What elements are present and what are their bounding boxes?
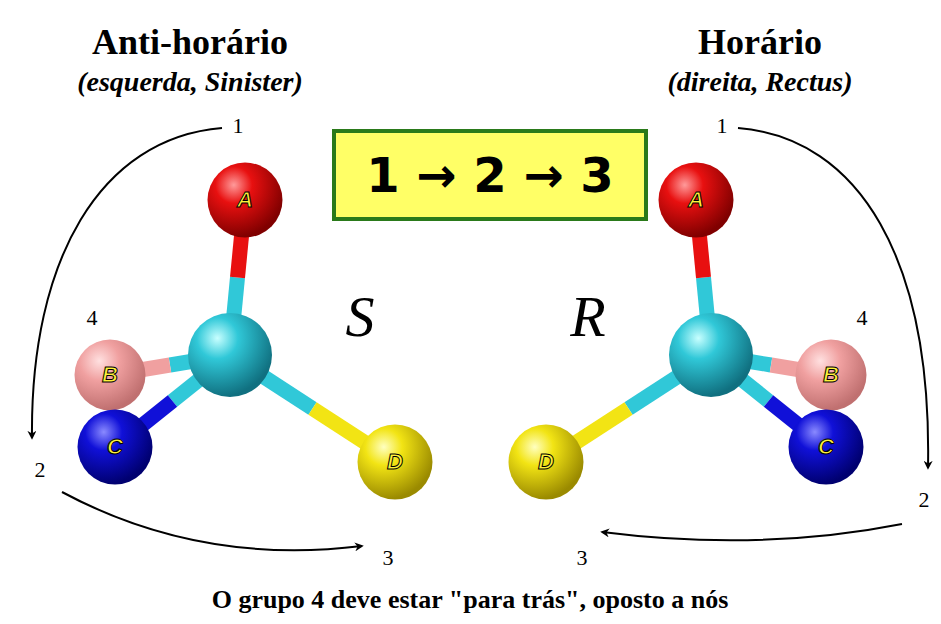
substituent-ball: D: [508, 424, 584, 500]
priority-number: 2: [35, 457, 46, 483]
substituent-letter: B: [795, 339, 867, 411]
priority-number: 1: [233, 113, 244, 139]
substituent-ball: D: [357, 424, 433, 500]
priority-number: 4: [87, 305, 98, 331]
substituent-ball: B: [795, 339, 867, 411]
substituent-ball: C: [788, 409, 864, 485]
ball-fill: [78, 410, 153, 485]
substituent-letter: D: [357, 424, 433, 500]
heading: Horário: [698, 21, 822, 63]
heading: Anti-horário: [92, 21, 288, 63]
ball-fill: [358, 425, 433, 500]
rotation-arrow: [32, 128, 222, 438]
ball-fill: [208, 163, 283, 238]
ball-fill: [509, 425, 584, 500]
rule-box: 1 → 2 → 3: [332, 129, 647, 221]
central-carbon: [188, 313, 753, 397]
substituent-letter: C: [788, 409, 864, 485]
ball-fill: [796, 340, 867, 411]
configuration-letter: S: [346, 283, 375, 350]
rotation-arrows: [32, 128, 928, 550]
carbon-atom: [669, 313, 753, 397]
priority-number: 3: [383, 545, 394, 571]
ball-fill: [75, 340, 146, 411]
priority-number: 4: [857, 305, 868, 331]
priority-number: 3: [577, 545, 588, 571]
substituent-letter: A: [207, 162, 283, 238]
priority-number: 2: [919, 487, 930, 513]
bond-sticks: [110, 200, 831, 462]
subheading: (direita, Rectus): [667, 66, 852, 98]
rotation-arrow: [602, 524, 902, 540]
substituent-ball: B: [74, 339, 146, 411]
ball-fill: [789, 410, 864, 485]
substituent-ball: A: [658, 162, 734, 238]
ball-fill: [659, 163, 734, 238]
substituent-letter: A: [658, 162, 734, 238]
rotation-arrow: [62, 492, 362, 550]
substituent-ball: C: [77, 409, 153, 485]
priority-order: 1 → 2 → 3: [366, 147, 613, 203]
priority-number: 1: [717, 113, 728, 139]
substituent-letter: D: [508, 424, 584, 500]
substituent-ball: A: [207, 162, 283, 238]
caption: O grupo 4 deve estar "para trás", oposto…: [212, 585, 729, 615]
subheading: (esquerda, Sinister): [77, 66, 303, 98]
configuration-letter: R: [570, 283, 605, 350]
substituent-letter: C: [77, 409, 153, 485]
substituent-letter: B: [74, 339, 146, 411]
carbon-atom: [188, 313, 272, 397]
